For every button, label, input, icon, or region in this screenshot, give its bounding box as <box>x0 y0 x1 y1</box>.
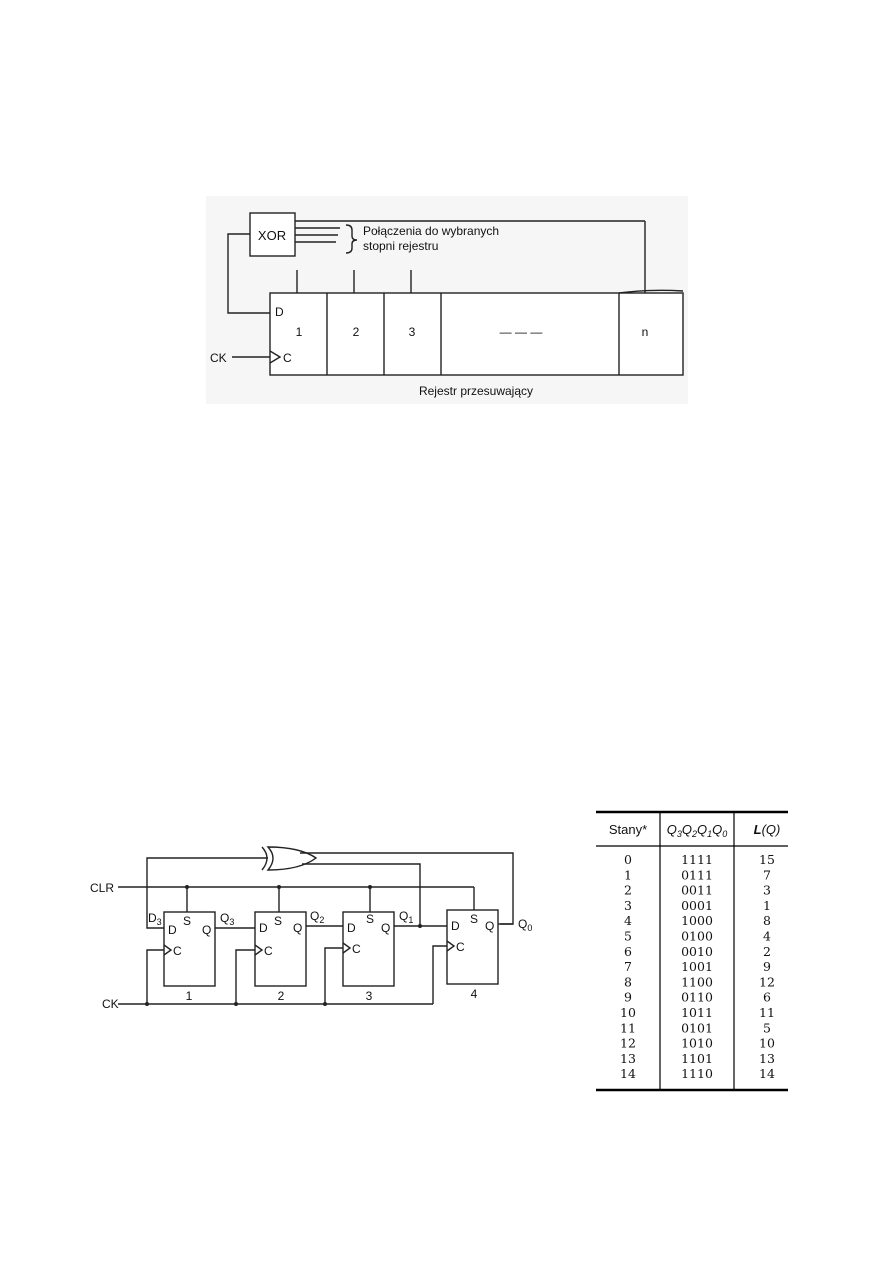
stage-label-2: 2 <box>353 325 360 339</box>
connection-brace <box>345 224 358 254</box>
register-d-input-label: D <box>275 305 284 319</box>
clock-triangle <box>269 350 282 364</box>
clock-ck-label: CK <box>210 351 227 365</box>
xor-gate-label: XOR <box>258 228 286 243</box>
stage-label-3: 3 <box>409 325 416 339</box>
xor-output-to-d <box>227 233 270 314</box>
shift-register-caption: Rejestr przesuwający <box>419 384 533 398</box>
stage-label-1: 1 <box>296 325 303 339</box>
register-right-edge <box>618 289 684 294</box>
shift-register-body <box>269 292 684 376</box>
xor-gate-box <box>249 212 296 257</box>
register-c-input-label: C <box>283 351 292 365</box>
stage-label-n: n <box>642 325 649 339</box>
stage-label-ellipsis: — — — <box>500 325 543 339</box>
connections-note-line2: stopni rejestru <box>363 239 438 253</box>
connections-note-line1: Połączenia do wybranych <box>363 224 499 238</box>
